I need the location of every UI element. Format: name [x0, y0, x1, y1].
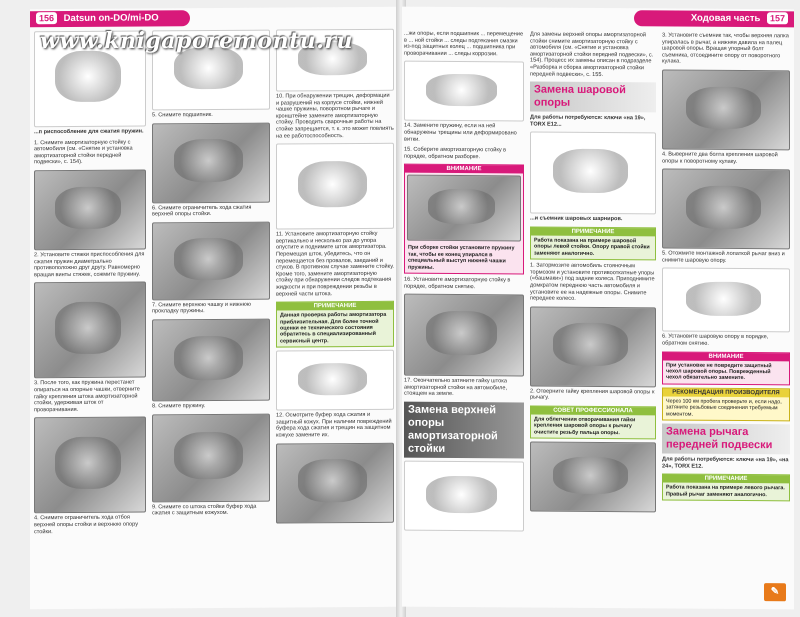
right-column-2: Для замены верхней опоры амортизаторной … [530, 30, 656, 513]
caption-step-15: 15. Соберите амортизаторную стойку в пор… [404, 146, 507, 160]
left-page: 156 Datsun on-DO/mi-DO ...п риспособлени… [30, 6, 398, 610]
caption-bj-step-3: 3. Установите съемник так, чтобы верхняя… [662, 32, 789, 65]
caption-step-14: 14. Замените пружину, если на ней обнару… [404, 123, 517, 143]
caption-step-4: 4. Снимите ограничитель хода отбоя верхн… [34, 514, 139, 535]
bj-warning-box: ВНИМАНИЕ При установке не повредите защи… [662, 350, 790, 386]
left-column-1: ...п риспособление для сжатия пружин. 1.… [34, 30, 146, 539]
section-title-ball-joint: Замена шаровой опоры [530, 81, 656, 113]
caption-step-11: 11. Установите амортизаторную стойку вер… [276, 231, 394, 298]
right-page-header: Ходовая часть 157 [634, 10, 794, 28]
caption-step-3: 3. После того, как пружина перестанет оп… [34, 379, 140, 413]
photo-step-12 [276, 349, 394, 411]
caption-bj-step-6: 6. Установите шаровую опору в порядке, о… [662, 333, 769, 347]
caption-step-17: 17. Окончательно затяните гайку штока ам… [404, 377, 508, 398]
caption-step-9: 9. Снимите со штока стойки буфер хода сж… [152, 503, 257, 517]
recommendation-text: Через 100 км пробега проверьте и, если н… [666, 398, 782, 418]
photo-bj-step-4 [662, 69, 790, 151]
publisher-logo: ✎ [764, 583, 786, 602]
caption-step-2: 2. Установите стяжки приспособления для … [34, 251, 145, 279]
photo-step-9 [152, 413, 270, 502]
control-arm-note-box: ПРИМЕЧАНИЕ Работа показана на примере ле… [662, 473, 790, 502]
caption-bj-step-4: 4. Выверните два болта крепления шаровой… [662, 151, 778, 165]
ball-joint-photo [662, 267, 790, 333]
recommendation-title: РЕКОМЕНДАЦИЯ ПРОИЗВОДИТЕЛЯ [663, 388, 789, 398]
photo-step-4 [34, 416, 146, 514]
book-gutter [396, 0, 406, 617]
section-title-control-arm: Замена рычага передней подвески [662, 423, 790, 455]
watermark-text: www.knigaporemontu.ru [40, 28, 353, 54]
photo-step-3 [34, 281, 146, 379]
right-page-number: 157 [766, 12, 788, 25]
photo-step-17 [404, 293, 524, 377]
caption-step-1: 1. Снимите амортизаторную стойку с автом… [34, 139, 133, 166]
caption-step-5: 5. Снимите подшипник. [152, 112, 213, 119]
caption-step-6: 6. Снимите ограничитель хода сжатия верх… [152, 204, 252, 218]
caption-step-8: 8. Снимите пружину. [152, 403, 206, 410]
ball-joint-note-box: ПРИМЕЧАНИЕ Работа показана на примере ша… [530, 226, 656, 261]
photo-step-7 [152, 221, 270, 301]
caption-step-16: 16. Установите амортизаторную стойку в п… [404, 276, 511, 290]
pro-tip-box: СОВЕТ ПРОФЕССИОНАЛА Для облегчения отвор… [530, 405, 656, 440]
strut-mount-photo [404, 460, 524, 532]
control-arm-tools: Для работы потребуются: ключи «на 19», «… [662, 456, 789, 470]
left-column-2: 5. Снимите подшипник. 6. Снимите огранич… [152, 29, 270, 522]
photo-bj-step-2 [530, 306, 656, 388]
note-text: Данная проверка работы амортизатора приб… [280, 311, 387, 345]
warning-photo [407, 175, 521, 242]
warning-text: При сборке стойки установите пружину так… [408, 245, 515, 271]
photo-step-8 [152, 318, 270, 402]
photo-step-2 [34, 169, 146, 251]
caption-bj-step-5: 5. Отожмите монтажной лопаткой рычаг вни… [662, 250, 785, 264]
caption-step-10: 10. При обнаружении трещин, деформации и… [276, 92, 394, 140]
caption-step-7: 7. Снимите верхнюю чашку и нижнюю прокла… [152, 301, 251, 315]
right-page: Ходовая часть 157 ...жи опоры, если подш… [402, 6, 794, 610]
bj-warning-text: При установке не повредите защитный чехо… [666, 362, 772, 382]
spring-photo [404, 61, 524, 122]
control-arm-note-text: Работа показана на примере левого рычага… [666, 484, 785, 498]
left-page-header: 156 Datsun on-DO/mi-DO [30, 10, 190, 28]
caption-bj-step-2: 2. Отверните гайку крепления шаровой опо… [530, 388, 655, 401]
warning-title: ВНИМАНИЕ [405, 164, 523, 174]
photo-step-13 [276, 442, 394, 524]
caption-tool: ...п риспособление для сжатия пружин. [34, 128, 144, 136]
warning-box: ВНИМАНИЕ При сборке стойки установите пр… [404, 163, 524, 275]
left-header-title: Datsun on-DO/mi-DO [63, 12, 159, 25]
caption-step-12: 12. Осмотрите буфер хода сжатия и защитн… [276, 412, 392, 439]
photo-step-11 [276, 142, 394, 230]
strut-mount-intro: Для замены верхней опоры амортизаторной … [530, 31, 654, 78]
photo-step-6 [152, 122, 270, 204]
section-title-strut-mount: Замена верхней опоры амортизаторной стой… [404, 401, 524, 459]
ball-joint-puller-photo [530, 131, 656, 215]
left-page-number: 156 [36, 12, 58, 25]
right-column-3: 3. Установите съемник так, чтобы верхняя… [662, 30, 790, 504]
tools-list: Для работы потребуются: ключи «на 19», T… [530, 114, 646, 128]
note-box: ПРИМЕЧАНИЕ Данная проверка работы аморти… [276, 300, 394, 348]
manufacturer-recommendation-box: РЕКОМЕНДАЦИЯ ПРОИЗВОДИТЕЛЯ Через 100 км … [662, 387, 790, 422]
right-header-title: Ходовая часть [690, 12, 761, 25]
ball-joint-note-text: Работа показана на примере шаровой опоры… [534, 237, 650, 257]
caption-puller: ...и съемник шаровых шарниров. [530, 215, 623, 223]
pro-tip-text: Для облегчения отворачивания гайки крепл… [534, 416, 636, 436]
photo-bj-step-3 [530, 441, 656, 513]
right-column-1: ...жи опоры, если подшипник ... перемеще… [404, 29, 524, 532]
caption-bj-step-1: 1. Затормозите автомобиль стояночным тор… [530, 262, 655, 302]
photo-bj-step-5 [662, 168, 790, 250]
left-column-3: 10. При обнаружении трещин, деформации и… [276, 28, 394, 524]
